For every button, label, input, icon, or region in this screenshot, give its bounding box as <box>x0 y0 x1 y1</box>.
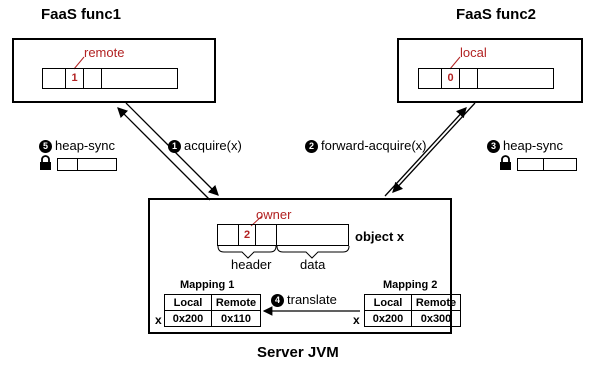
header-data-divider <box>276 224 277 246</box>
func2-divider <box>477 68 478 89</box>
func2-title: FaaS func2 <box>456 6 537 23</box>
object-label: object x <box>355 229 405 244</box>
buffer-divider <box>77 158 78 171</box>
mapping1-row-label: x <box>155 313 162 327</box>
mapping2-col-local: Local <box>364 294 412 311</box>
func2-object: 0 <box>418 68 554 89</box>
mapping1-col-remote: Remote <box>211 294 261 311</box>
remote-leader <box>73 56 85 70</box>
mapping2-title: Mapping 2 <box>383 279 438 291</box>
mapping2-remote-value: 0x300 <box>411 310 461 327</box>
header-brace <box>217 245 277 259</box>
header-label: header <box>231 257 272 272</box>
mapping1-remote-value: 0x110 <box>211 310 261 327</box>
heap-sync-buffer-func2 <box>517 158 577 171</box>
func1-object: 1 <box>42 68 178 89</box>
owner-slot: 2 <box>238 224 256 246</box>
func2-slot: 0 <box>441 68 460 89</box>
heap-sync-arrow-func2 <box>392 102 476 193</box>
data-label: data <box>300 257 326 272</box>
func2-box <box>397 38 583 103</box>
mapping1-col-local: Local <box>164 294 212 311</box>
data-brace <box>276 245 350 259</box>
heap-sync-arrow-func1 <box>117 107 211 201</box>
local-leader <box>449 56 461 70</box>
heap-sync-buffer-func1 <box>57 158 117 171</box>
lock-icon <box>499 155 512 176</box>
mapping1-title: Mapping 1 <box>180 279 235 291</box>
func1-slot: 1 <box>65 68 84 89</box>
mapping1-local-value: 0x200 <box>164 310 212 327</box>
lock-icon <box>39 155 52 176</box>
server-title: Server JVM <box>257 344 339 361</box>
func1-divider <box>101 68 102 89</box>
func1-title: FaaS func1 <box>41 6 122 23</box>
func1-annotation: remote <box>84 45 125 60</box>
server-object: 2 <box>217 224 349 246</box>
buffer-divider <box>543 158 544 171</box>
forward-acquire-arrow <box>384 107 467 197</box>
func2-annotation: local <box>460 45 487 60</box>
owner-annotation: owner <box>256 207 292 222</box>
mapping2-local-value: 0x200 <box>364 310 412 327</box>
server-jvm-box <box>148 198 452 334</box>
mapping2-col-remote: Remote <box>411 294 461 311</box>
func1-box <box>12 38 216 103</box>
mapping2-row-label: x <box>353 313 360 327</box>
